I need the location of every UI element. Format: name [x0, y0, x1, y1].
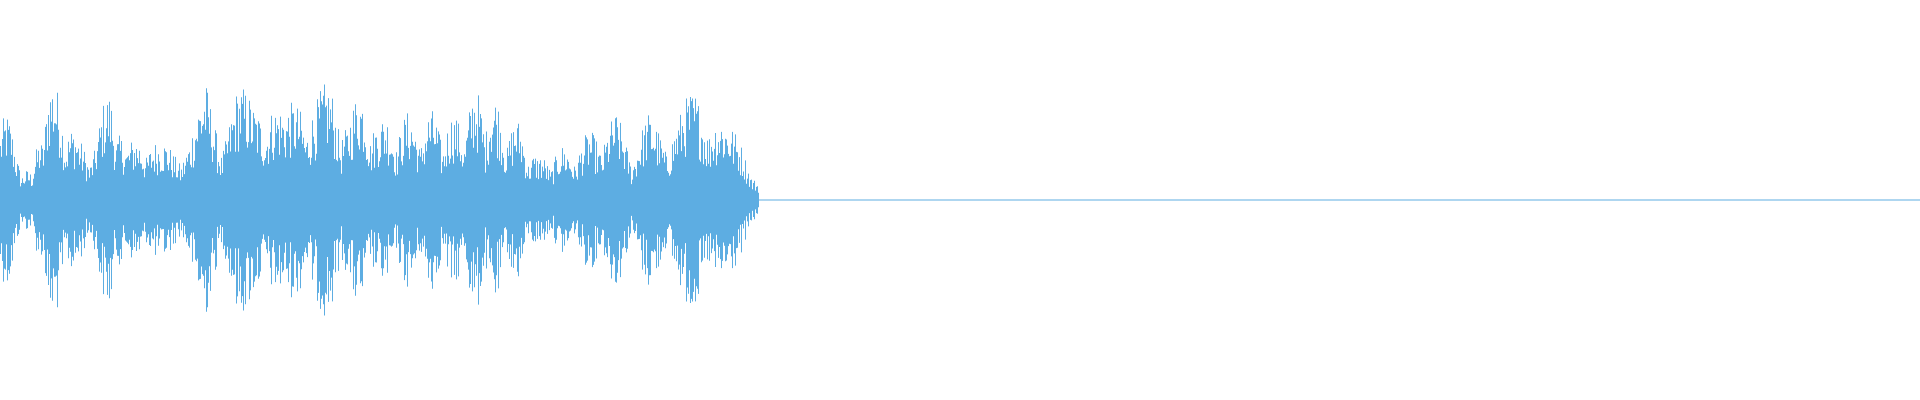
audio-waveform — [0, 84, 1920, 316]
